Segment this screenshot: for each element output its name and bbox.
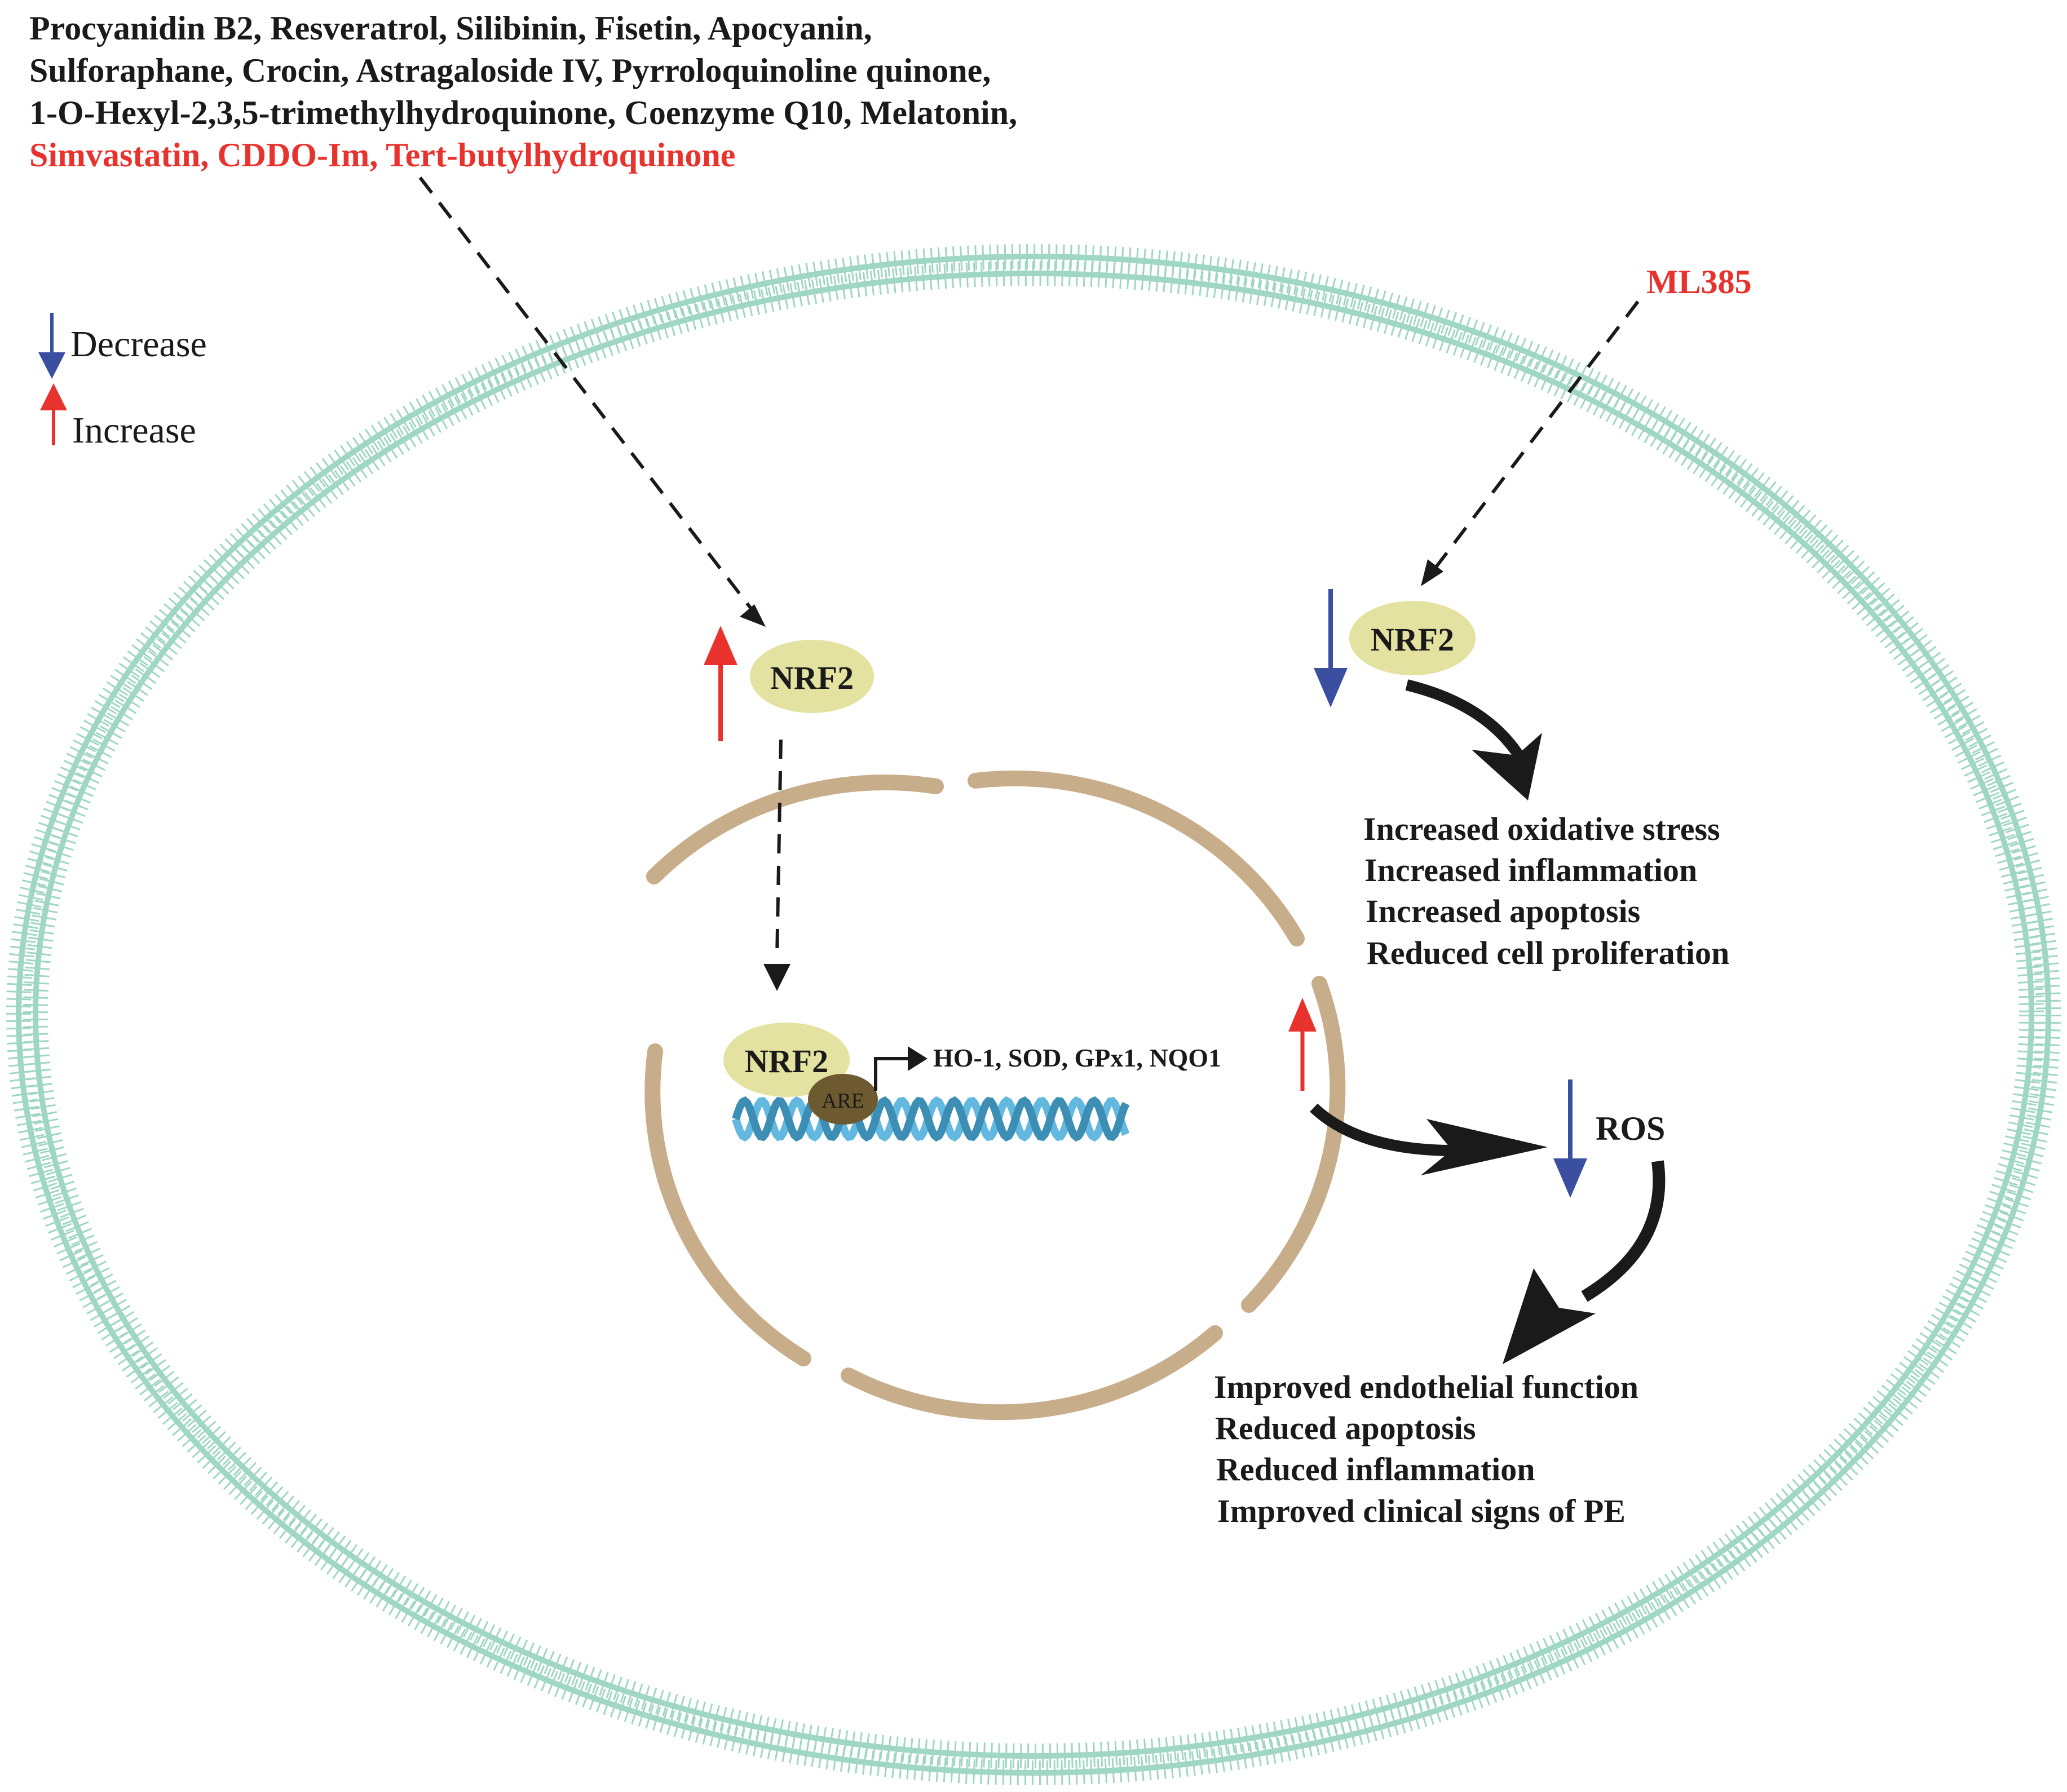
nrf2-inhibited-node: NRF2 — [1349, 601, 1476, 675]
outcome-activated-4: Improved clinical signs of PE — [1217, 1493, 1626, 1529]
nrf2-decrease-arrow-icon — [1314, 589, 1348, 707]
dashed-arrow-ml385-to-nrf2 — [1430, 300, 1640, 573]
dashed-arrow-head-nucleus — [763, 964, 790, 991]
outcome-inhibited-3: Increased apoptosis — [1366, 893, 1640, 930]
ros-decrease-arrow-icon — [1553, 1079, 1587, 1198]
nrf2-nucleus-node: NRF2 — [723, 1023, 850, 1097]
dashed-arrow-nrf2-to-nucleus — [775, 739, 783, 959]
legend-increase-arrow-icon — [40, 383, 67, 445]
outcome-inhibited-2: Increased inflammation — [1364, 852, 1697, 888]
nrf2-activated-label: NRF2 — [770, 660, 854, 696]
target-genes-label: HO-1, SOD, GPx1, NQO1 — [933, 1043, 1221, 1072]
curved-arrow-nucleus-to-ros — [1310, 1103, 1548, 1175]
ros-label: ROS — [1596, 1110, 1665, 1147]
compound-line-2: Sulforaphane, Crocin, Astragaloside IV, … — [29, 52, 991, 89]
legend-decrease-label: Decrease — [70, 324, 207, 365]
outcome-activated-1: Improved endothelial function — [1214, 1369, 1638, 1405]
are-label: ARE — [822, 1089, 864, 1113]
compound-line-1: Procyanidin B2, Resveratrol, Silibinin, … — [29, 10, 872, 47]
legend-increase-label: Increase — [72, 410, 196, 451]
dashed-arrow-compounds-to-nrf2 — [418, 176, 757, 616]
nuclear-envelope — [644, 770, 1346, 1421]
outcomes-inhibited-list: Increased oxidative stress Increased inf… — [1363, 811, 1729, 971]
nrf2-activated-node: NRF2 — [750, 640, 874, 713]
legend: Decrease Increase — [38, 313, 207, 451]
dashed-arrow-head-compounds — [740, 604, 766, 627]
compound-line-4-red: Simvastatin, CDDO-Im, Tert-butylhydroqui… — [29, 136, 735, 174]
legend-decrease-arrow-icon — [38, 313, 65, 379]
dashed-arrow-head-ml385 — [1421, 559, 1443, 586]
curved-arrow-ros-outcomes — [1503, 1160, 1666, 1364]
ml385-label: ML385 — [1646, 263, 1752, 300]
compound-line-3: 1-O-Hexyl-2,3,5-trimethylhydroquinone, C… — [29, 94, 1017, 131]
nrf2-nucleus-label: NRF2 — [745, 1043, 828, 1079]
outcome-inhibited-4: Reduced cell proliferation — [1367, 935, 1729, 971]
outcome-inhibited-1: Increased oxidative stress — [1363, 811, 1720, 847]
target-genes-increase-arrow-icon — [1288, 998, 1317, 1091]
cell-membrane — [6, 244, 2061, 1785]
nrf2-inhibited-label: NRF2 — [1371, 621, 1454, 658]
outcome-activated-3: Reduced inflammation — [1216, 1451, 1535, 1488]
outcomes-activated-list: Improved endothelial function Reduced ap… — [1214, 1369, 1638, 1529]
curved-arrow-inhibited-outcomes — [1405, 679, 1542, 800]
dna-helix — [732, 1096, 1130, 1142]
outcome-activated-2: Reduced apoptosis — [1215, 1410, 1476, 1446]
are-element: ARE — [808, 1074, 878, 1125]
transcription-arrow-icon — [874, 1046, 928, 1091]
compound-list: Procyanidin B2, Resveratrol, Silibinin, … — [29, 10, 1017, 174]
nrf2-increase-arrow-icon — [704, 626, 737, 741]
